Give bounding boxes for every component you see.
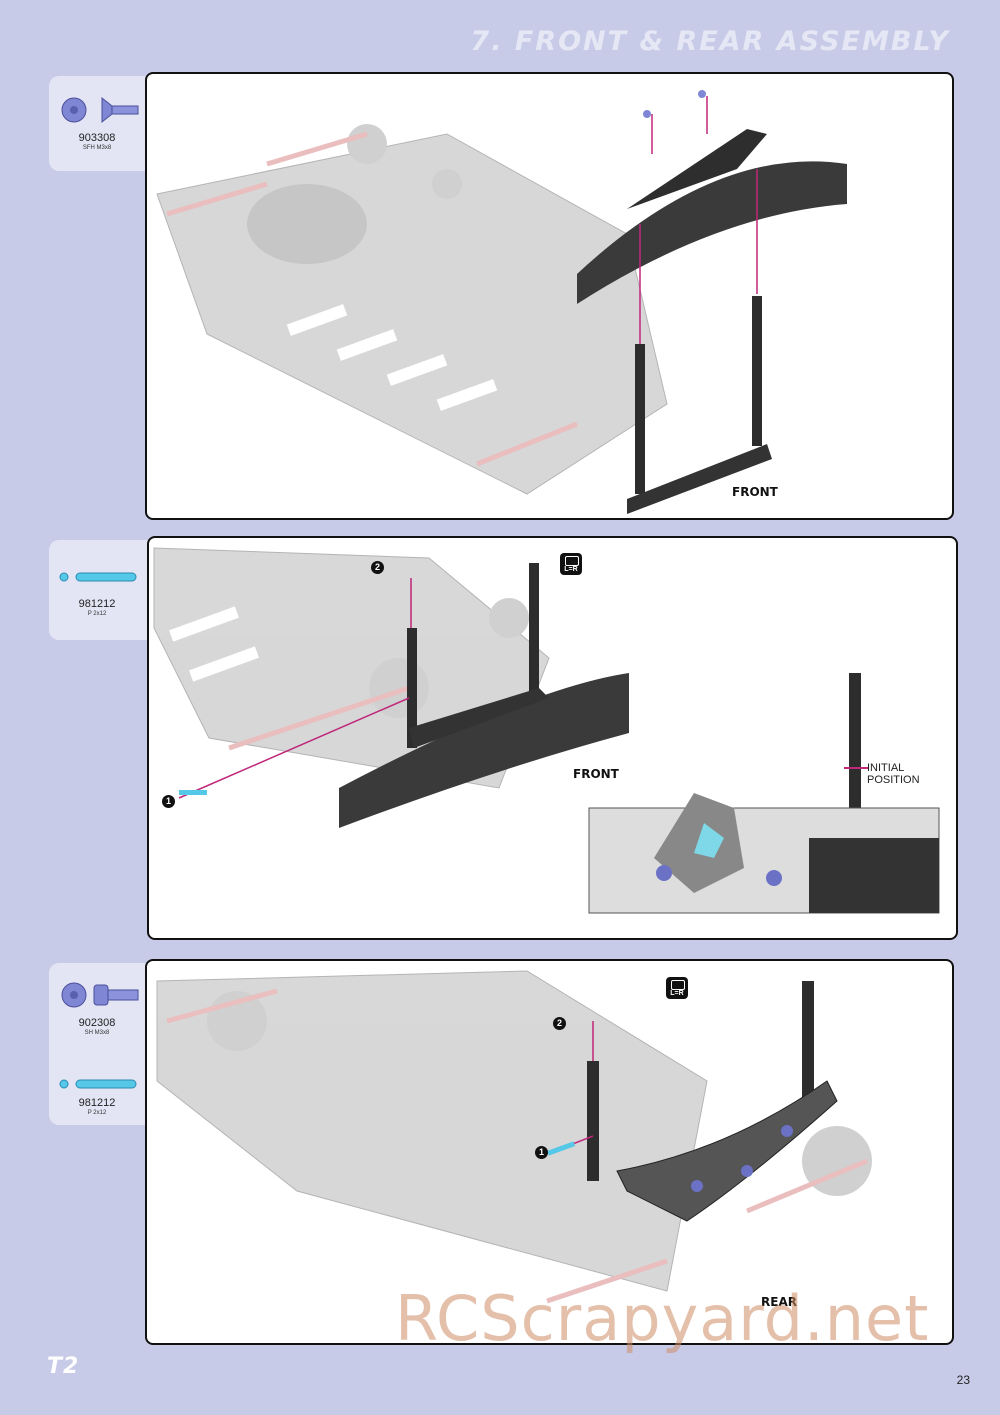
assembly-panel-front-posts: 2 1 L=R FRONT INITIAL POSITION	[147, 536, 958, 940]
lr-text: L=R	[564, 566, 578, 573]
part-903308: 903308 SFH M3x8	[49, 76, 159, 151]
front-label: FRONT	[573, 767, 619, 781]
part-desc: SFH M3x8	[82, 145, 112, 151]
socket-head-screw-icon	[61, 982, 139, 1008]
part-981212: 981212 P 2x12	[49, 1051, 159, 1116]
step-number-2: 2	[553, 1017, 566, 1030]
step-number-1: 1	[162, 795, 175, 808]
front-posts-diagram	[153, 547, 940, 914]
pin-icon	[59, 572, 137, 582]
left-right-symmetry-icon: L=R	[666, 977, 688, 999]
pin-icon	[59, 1079, 137, 1089]
left-right-symmetry-icon: L=R	[560, 553, 582, 575]
brand-logo: T2	[47, 1354, 80, 1379]
parts-card-step2: 981212 P 2x12	[49, 540, 159, 640]
part-code: 902308	[78, 1017, 116, 1029]
page-number: 23	[956, 1373, 970, 1387]
part-desc: SH M3x8	[84, 1030, 110, 1036]
step-number-2: 2	[371, 561, 384, 574]
part-902308: 902308 SH M3x8	[49, 963, 159, 1036]
front-label: FRONT	[732, 485, 778, 499]
section-title: 7. FRONT & REAR ASSEMBLY	[470, 26, 950, 57]
parts-card-step3: 902308 SH M3x8 981212 P 2x12	[49, 963, 159, 1125]
assembly-panel-front-bumper: FRONT	[145, 72, 954, 520]
part-code: 981212	[78, 598, 116, 610]
front-bumper-diagram	[156, 90, 847, 514]
part-desc: P 2x12	[87, 611, 107, 617]
part-code: 903308	[78, 132, 116, 144]
parts-card-step1: 903308 SFH M3x8	[49, 76, 159, 171]
flat-head-screw-icon	[61, 96, 139, 124]
step-number-1: 1	[535, 1146, 548, 1159]
rear-label: REAR	[761, 1295, 797, 1309]
lr-text: L=R	[670, 990, 684, 997]
assembly-panel-rear-posts: 2 1 L=R REAR	[145, 959, 954, 1345]
part-981212: 981212 P 2x12	[49, 540, 159, 617]
watermark: RCScrapyard.net	[395, 1282, 930, 1355]
rear-posts-diagram	[156, 970, 872, 1304]
part-desc: P 2x12	[87, 1110, 107, 1116]
initial-position-label: INITIAL POSITION	[867, 762, 920, 786]
part-code: 981212	[78, 1097, 116, 1109]
